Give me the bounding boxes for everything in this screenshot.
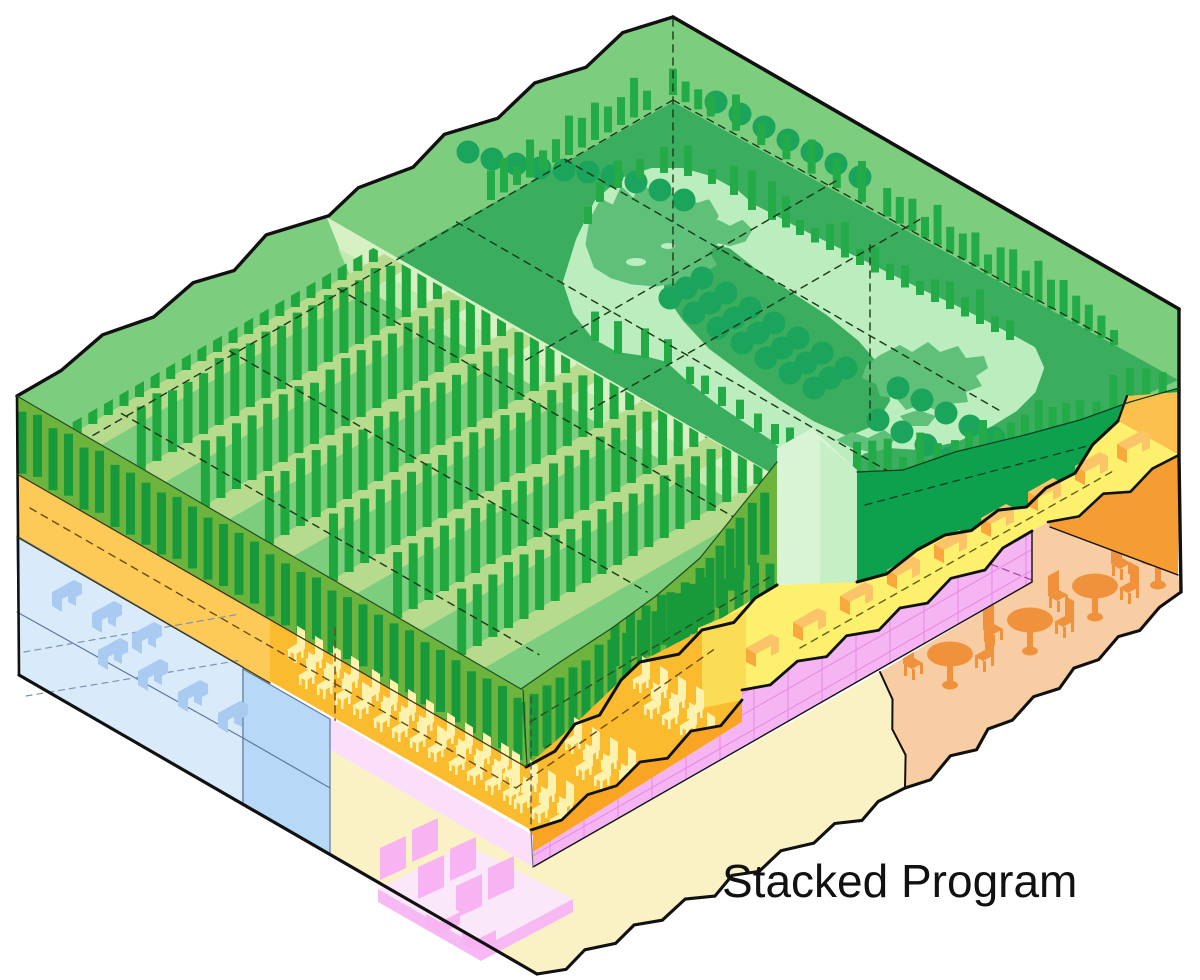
svg-text:Stacked Program: Stacked Program	[722, 855, 1077, 907]
